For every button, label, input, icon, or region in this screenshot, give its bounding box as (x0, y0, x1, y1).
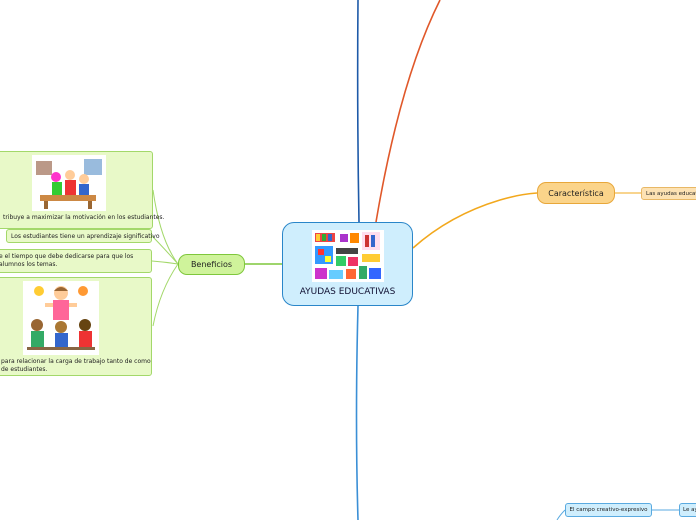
beneficio-motivacion-node[interactable]: tribuye a maximizar la motivación en los… (0, 151, 164, 229)
branch-b4 (152, 263, 179, 327)
branch-top-blue (356, 0, 360, 223)
beneficio-aprendizaje-text: Los estudiantes tiene un aprendizaje sig… (11, 233, 160, 240)
branch-b2 (151, 235, 179, 265)
classroom-children-image (32, 155, 106, 211)
branch-b3 (151, 260, 179, 265)
caracteristica-child-node[interactable]: Las ayudas educat (641, 187, 696, 200)
campo-creativo-node[interactable]: El campo creativo-expresivo (565, 503, 652, 517)
campo-creativo-child-node[interactable]: Le ay (679, 503, 696, 517)
branch-top-red (375, 0, 441, 223)
branch-creativo (556, 509, 566, 520)
beneficio-tiempo-text: e el tiempo que debe dedicarse para que … (0, 253, 134, 268)
beneficio-tiempo-node[interactable]: e el tiempo que debe dedicarse para que … (0, 249, 152, 273)
branch-caracteristica (412, 192, 538, 249)
caracteristica-node[interactable]: Característica (537, 182, 615, 204)
beneficios-node[interactable]: Beneficios (178, 254, 245, 275)
beneficio-carga-text: para relacionar la carga de trabajo tant… (1, 358, 151, 373)
beneficio-motivacion-text: tribuye a maximizar la motivación en los… (3, 214, 165, 221)
beneficio-aprendizaje-node[interactable]: Los estudiantes tiene un aprendizaje sig… (6, 229, 160, 243)
central-label: AYUDAS EDUCATIVAS (299, 287, 396, 297)
branch-bottom-blue (355, 305, 359, 520)
beneficio-carga-node[interactable]: para relacionar la carga de trabajo tant… (0, 277, 152, 376)
teacher-puppets-image (23, 281, 99, 355)
central-node[interactable]: AYUDAS EDUCATIVAS (282, 222, 413, 306)
educational-blocks-image (312, 230, 384, 282)
branch-b1 (152, 189, 179, 265)
